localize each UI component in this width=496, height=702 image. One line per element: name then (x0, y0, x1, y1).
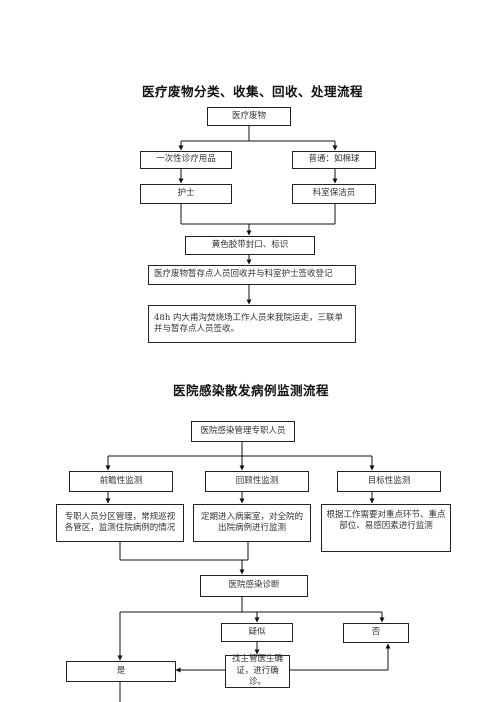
node-yes: 是 (66, 661, 176, 682)
node-suspected: 疑似 (221, 623, 293, 642)
node-transport-handover: 48h 内大甫沟焚烧场工作人员来我院运走，三联单并与暂存点人员签收。 (148, 305, 356, 343)
node-infection-manager: 医院感染管理专职人员 (191, 421, 295, 442)
node-prospective-desc: 专职人员分区管理，常规巡视各管区，监测住院病例的情况 (56, 504, 184, 542)
node-cleaner: 科室保洁员 (292, 184, 376, 204)
node-general-waste: 普通：如棉球 (292, 151, 376, 169)
infection-flow-title: 医院感染散发病例监测流程 (173, 383, 330, 398)
node-prospective-monitoring: 前瞻性监测 (69, 471, 173, 492)
node-targeted-monitoring: 目标性监测 (337, 471, 441, 492)
node-storage-registration: 医疗废物暂存点人员回收并与科室护士签收登记 (148, 265, 356, 285)
node-no: 否 (343, 623, 409, 643)
node-seal-label: 黄色胶带封口、标识 (185, 236, 315, 255)
node-nurse: 护士 (140, 184, 232, 204)
node-disposable-supplies: 一次性诊疗用品 (140, 151, 232, 169)
node-medical-waste: 医疗废物 (207, 107, 291, 126)
node-retrospective-monitoring: 回顾性监测 (205, 471, 309, 492)
node-infection-diagnosis: 医院感染诊断 (200, 575, 308, 597)
node-confirm-with-physician: 找主管医生确证，进行确诊。 (225, 654, 290, 688)
waste-flow-title: 医疗废物分类、收集、回收、处理流程 (142, 84, 364, 99)
node-retrospective-desc: 定期进入病案室，对全院的出院病例进行监测 (193, 504, 311, 542)
node-targeted-desc: 根据工作需要对重点环节、重点部位、易感因素进行监测 (321, 504, 451, 552)
